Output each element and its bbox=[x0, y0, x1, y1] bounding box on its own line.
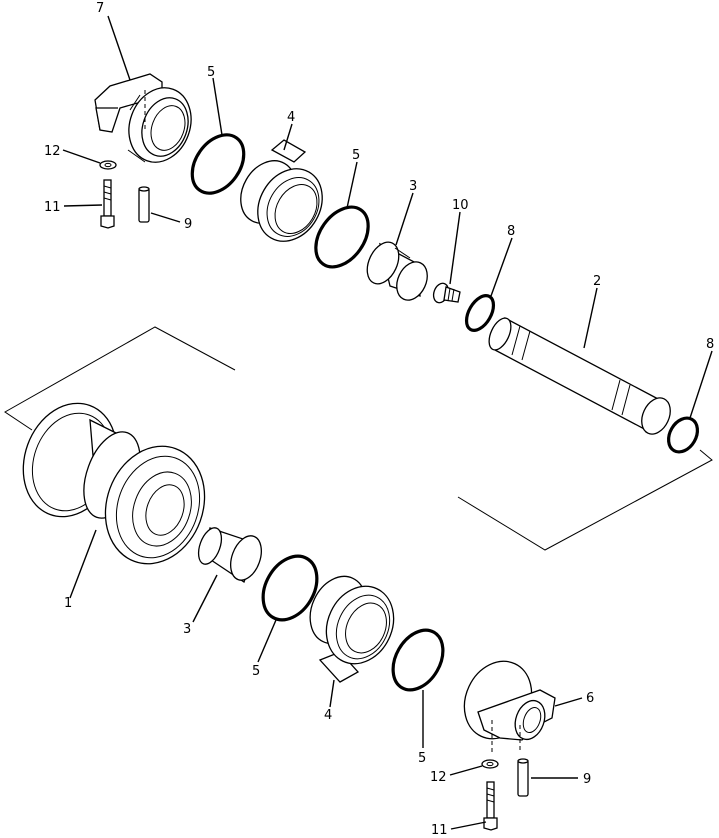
seal-part-4-bottom bbox=[309, 575, 395, 683]
roller-part-1 bbox=[22, 402, 206, 565]
callout-5-b: 5 bbox=[352, 148, 360, 163]
washer-part-12-top bbox=[99, 160, 117, 170]
o-ring-part-5-a bbox=[190, 133, 246, 195]
callout-8-b: 8 bbox=[706, 337, 714, 352]
callout-5-c: 5 bbox=[252, 664, 260, 679]
leader-lines bbox=[62, 15, 713, 830]
bracket-part-6 bbox=[463, 660, 556, 752]
callout-labels: 7 5 4 5 3 10 8 2 8 12 11 9 1 3 5 4 5 6 1… bbox=[44, 1, 714, 838]
o-ring-part-5-b bbox=[314, 205, 370, 269]
washer-part-12-bottom bbox=[481, 759, 499, 769]
callout-4-a: 4 bbox=[287, 110, 295, 125]
callout-1: 1 bbox=[64, 596, 72, 611]
pin-part-9-top bbox=[138, 186, 150, 223]
o-ring-part-8-a bbox=[464, 294, 496, 332]
bushing-part-3-bottom bbox=[197, 527, 262, 583]
callout-9-b: 9 bbox=[583, 772, 591, 787]
callout-5-d: 5 bbox=[418, 751, 426, 766]
callout-12-a: 12 bbox=[44, 144, 61, 159]
bracket-part-7 bbox=[94, 73, 192, 163]
plug-part-10 bbox=[432, 282, 461, 304]
callout-5-a: 5 bbox=[207, 65, 215, 80]
reference-outline bbox=[4, 326, 713, 551]
o-ring-part-5-c bbox=[261, 554, 319, 622]
o-ring-part-5-d bbox=[391, 628, 445, 692]
callout-11-a: 11 bbox=[44, 200, 61, 215]
callout-12-b: 12 bbox=[430, 770, 447, 785]
callout-8-a: 8 bbox=[507, 224, 515, 239]
seal-part-4-top bbox=[240, 139, 323, 242]
o-ring-part-8-b bbox=[666, 416, 700, 454]
callout-9-a: 9 bbox=[184, 217, 192, 232]
bolt-part-11-bottom bbox=[483, 781, 498, 831]
callout-3-b: 3 bbox=[183, 622, 191, 637]
bolt-part-11-top bbox=[100, 179, 115, 229]
pin-part-9-bottom bbox=[517, 758, 529, 797]
callout-11-b: 11 bbox=[431, 823, 448, 838]
callout-3-a: 3 bbox=[409, 179, 417, 194]
callout-2: 2 bbox=[593, 274, 601, 289]
callout-7: 7 bbox=[96, 1, 104, 16]
callout-10: 10 bbox=[452, 198, 469, 213]
bushing-part-3-top bbox=[366, 241, 428, 301]
callout-4-b: 4 bbox=[324, 708, 332, 723]
shaft-part-2 bbox=[488, 317, 671, 435]
callout-6: 6 bbox=[586, 691, 594, 706]
